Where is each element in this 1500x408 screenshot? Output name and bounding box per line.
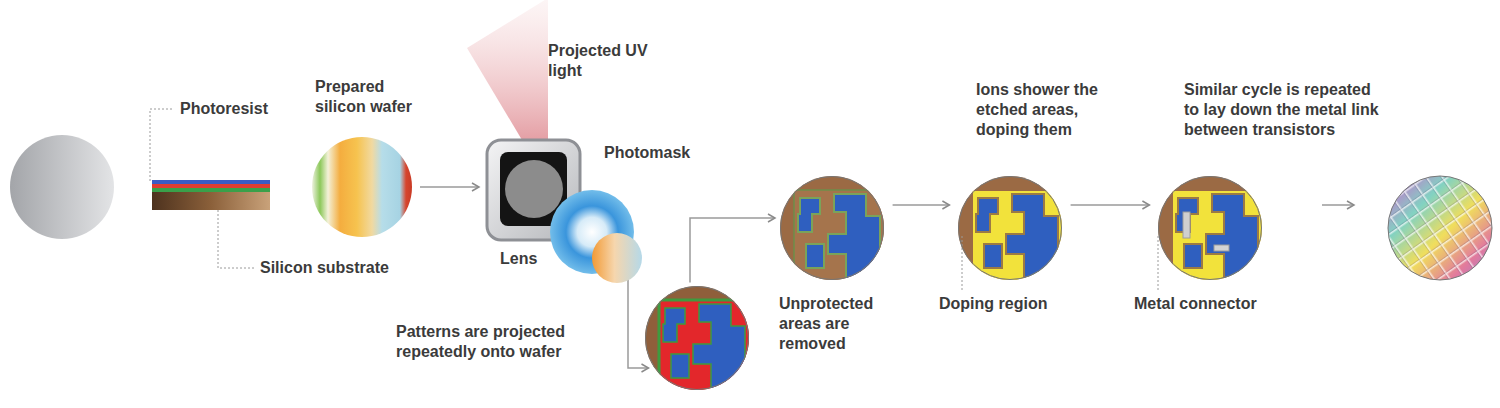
leader-line	[1158, 236, 1159, 290]
part-label: Silicon substrate	[260, 258, 389, 278]
node-caption: Ions shower the etched areas, doping the…	[976, 80, 1116, 140]
metal-chip	[1150, 168, 1272, 290]
wafer-outline	[1388, 176, 1492, 280]
process-circle: Unprotected areas are removed	[780, 176, 884, 280]
blank-wafer	[10, 135, 114, 239]
finished-wafer	[1388, 176, 1492, 280]
metal-link	[1214, 245, 1229, 251]
etched-chip	[772, 168, 894, 290]
uv-light-beam	[467, 0, 548, 140]
process-circle: Similar cycle is repeated to lay down th…	[1158, 176, 1262, 280]
part-label: Projected UV light	[548, 41, 663, 81]
flow-arrow	[1071, 204, 1150, 206]
substrate-layer	[152, 192, 270, 210]
flow-arrow	[893, 204, 950, 206]
projected-spot	[592, 233, 642, 283]
doped-chip	[950, 168, 1072, 290]
protected-pattern	[663, 304, 745, 398]
resist-layer	[152, 184, 270, 188]
protected-pattern	[976, 194, 1058, 288]
mask-reticle	[505, 160, 563, 218]
lens-circle: Lens	[550, 190, 634, 274]
etched-area	[794, 190, 894, 290]
doped-area	[1172, 190, 1272, 290]
node-caption: Lens	[500, 249, 537, 269]
node-caption: Similar cycle is repeated to lay down th…	[1184, 80, 1384, 140]
prepared-wafer	[312, 137, 412, 237]
wafer-disc	[1388, 176, 1492, 280]
leader-line	[962, 236, 963, 290]
node-caption: Metal connector	[1134, 294, 1257, 314]
node-caption: Photomask	[604, 143, 690, 163]
node-caption: Doping region	[939, 294, 1047, 314]
protected-pattern	[798, 194, 880, 288]
doped-area	[972, 190, 1072, 290]
process-circle: Ions shower the etched areas, doping the…	[958, 176, 1062, 280]
leader-line	[218, 210, 255, 268]
exposed-chip	[637, 278, 759, 400]
flow-arrow	[690, 218, 775, 283]
wafer-circle: Prepared silicon wafer	[312, 137, 412, 237]
photoresist-layer	[152, 180, 270, 184]
die-grid	[1388, 176, 1492, 280]
part-label: Photoresist	[180, 99, 268, 119]
node-caption: Unprotected areas are removed	[779, 294, 884, 354]
layer-stack	[152, 180, 270, 210]
exposed-resist	[659, 300, 759, 400]
flow-arrow	[1322, 204, 1354, 206]
leader-line	[150, 109, 172, 181]
process-circle: Patterns are projected repeatedly onto w…	[645, 286, 749, 390]
protected-pattern	[1176, 194, 1258, 288]
photomask-box: Photomask	[487, 140, 580, 240]
oxide-layer	[152, 188, 270, 192]
metal-link	[1183, 212, 1190, 238]
node-caption: Patterns are projected repeatedly onto w…	[396, 322, 581, 362]
flow-arrow	[420, 186, 479, 188]
node-caption: Prepared silicon wafer	[315, 77, 425, 117]
